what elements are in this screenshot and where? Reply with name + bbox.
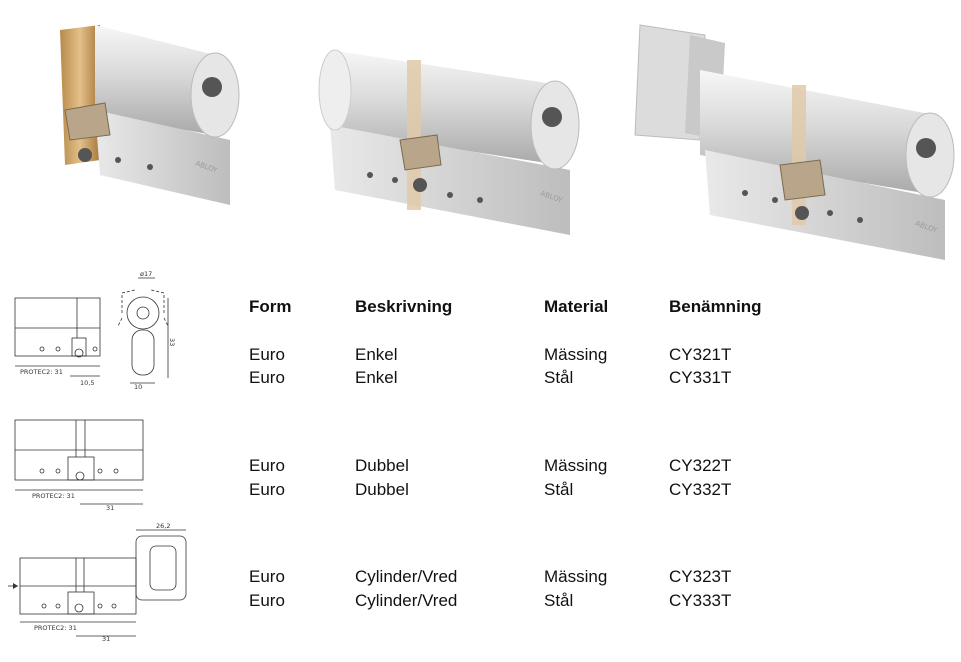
drawing-dubbel: PROTEC2: 31 31 — [14, 419, 144, 512]
cell-beskrivning: Enkel — [355, 345, 398, 364]
cell-form: Euro — [249, 567, 285, 586]
drawing-enkel: PROTEC2: 31 10,5 10 ø17 33 — [14, 270, 176, 390]
drawing-label: PROTEC2: 31 — [20, 368, 63, 376]
cell-beskrivning: Cylinder/Vred — [355, 591, 458, 610]
cell-material: Stål — [544, 591, 574, 610]
header-benamning: Benämning — [669, 297, 762, 316]
cell-material: Mässing — [544, 456, 608, 475]
drawing-label: PROTEC2: 31 — [34, 624, 77, 632]
cell-material: Mässing — [544, 567, 608, 586]
dim-b: 10 — [134, 383, 142, 390]
header-material: Material — [544, 297, 609, 316]
cell-benamning: CY331T — [669, 368, 732, 387]
cell-beskrivning: Cylinder/Vred — [355, 567, 458, 586]
cell-beskrivning: Dubbel — [355, 456, 409, 475]
cell-benamning: CY333T — [669, 591, 732, 610]
cell-beskrivning: Enkel — [355, 368, 398, 387]
dim-a: 31 — [102, 635, 110, 642]
cell-form: Euro — [249, 480, 285, 499]
cell-material: Mässing — [544, 345, 608, 364]
cylinder-photo-thumbturn: ABLOY — [634, 24, 955, 260]
drawing-vred: PROTEC2: 31 31 26,2 — [8, 522, 187, 642]
cell-material: Stål — [544, 368, 574, 387]
cylinder-photo-single: ABLOY — [60, 25, 240, 205]
cell-benamning: CY321T — [669, 345, 732, 364]
cell-benamning: CY322T — [669, 456, 732, 475]
cylinder-photo-double: ABLOY — [318, 49, 580, 235]
drawing-label: PROTEC2: 31 — [32, 492, 75, 500]
cell-benamning: CY323T — [669, 567, 732, 586]
cell-material: Stål — [544, 480, 574, 499]
header-beskrivning: Beskrivning — [355, 297, 453, 316]
cell-beskrivning: Dubbel — [355, 480, 409, 499]
cell-benamning: CY332T — [669, 480, 732, 499]
cell-form: Euro — [249, 591, 285, 610]
dim-k: 26,2 — [156, 522, 170, 530]
dim-a: 31 — [106, 504, 114, 512]
header-form: Form — [249, 297, 292, 316]
dim-d: ø17 — [140, 270, 152, 278]
dim-a: 10,5 — [80, 379, 94, 387]
cell-form: Euro — [249, 368, 285, 387]
dim-h: 33 — [168, 338, 176, 346]
cell-form: Euro — [249, 456, 285, 475]
cell-form: Euro — [249, 345, 285, 364]
